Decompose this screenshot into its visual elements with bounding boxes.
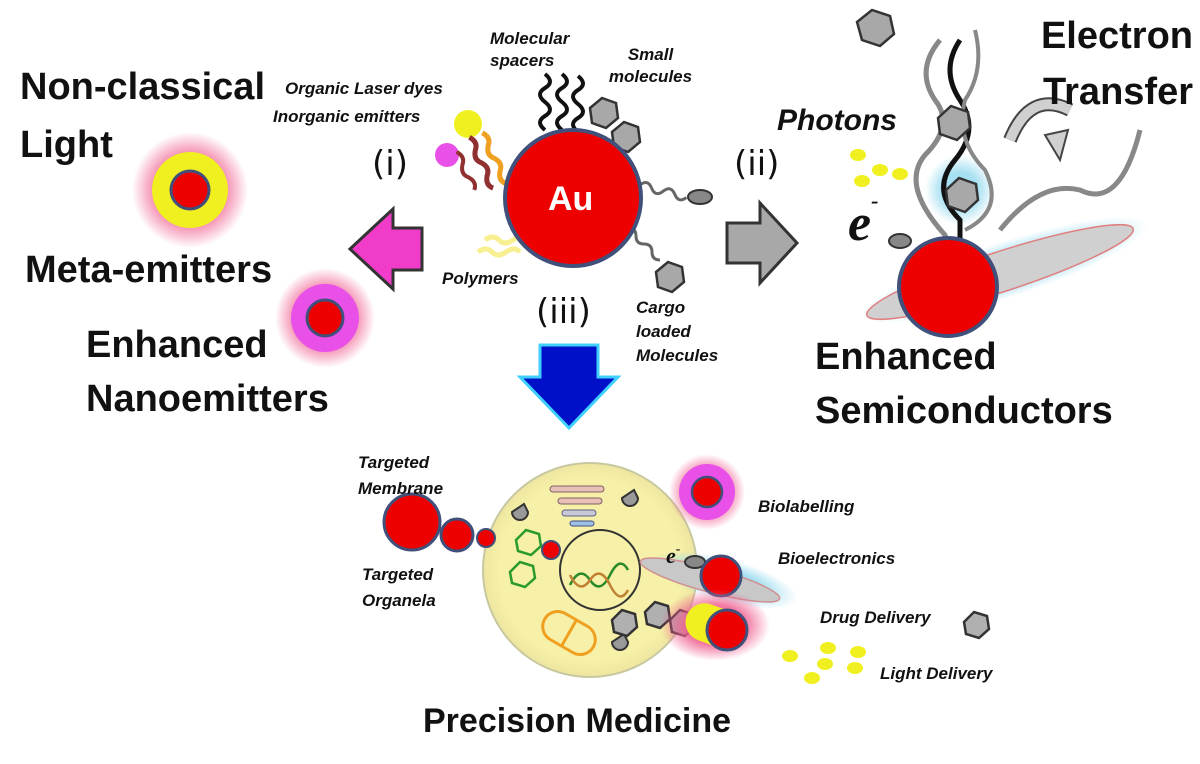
hexagon-molecule-icon [962,610,991,640]
bioelectronics-particle [639,551,798,609]
dna-helix-icon [568,562,630,598]
targeted-particles [382,492,561,560]
cell-electron-label: e- [666,542,681,568]
label-polymers: Polymers [442,269,519,288]
label-light-delivery: Light Delivery [880,664,993,683]
hexagon-molecule-icon [855,8,896,48]
photon-dot-icon [782,642,866,684]
label-precision-medicine: Precision Medicine [423,702,731,740]
label-electron-transfer: Electron Transfer [1040,15,1193,113]
au-core-label: Au [548,180,594,218]
label-small-molecules: Small molecules [608,45,693,86]
label-biolabelling: Biolabelling [758,497,855,516]
label-enhanced-semiconductors: Enhanced Semiconductors [815,336,1113,432]
ligand-dyes-emitters [435,110,508,191]
label-targeted-organela: Targeted Organela [362,565,436,610]
label-emitters: Inorganic emitters [273,107,421,126]
biolabelling-particle [669,454,745,530]
nonclassical-emitter [132,132,248,248]
ligand-small-molecules [588,96,642,154]
au-core [503,128,643,268]
label-cargo: Cargo loaded Molecules [636,298,719,365]
photon-dot-icon [850,149,908,187]
label-molecular-spacers: Molecular spacers [490,29,570,70]
cell-scene [482,462,698,678]
electron-label: e- [848,188,879,252]
arrow-right [725,199,800,287]
electron-icon [888,233,912,249]
label-drug-delivery: Drug Delivery [820,608,931,627]
route-iii-label: (iii) [536,292,591,332]
route-ii-label: (ii) [734,144,780,184]
label-dyes: Organic Laser dyes [285,79,443,98]
semiconductor-scene [850,8,1148,338]
arrow-down [516,343,622,431]
label-enhanced-nanoemitters: Enhanced Nanoemitters [86,324,329,420]
label-nonclassical-light: Non-classical Light [20,66,265,166]
label-photons: Photons [777,104,897,137]
ligand-molecular-spacers [538,72,585,134]
arrow-left [347,205,424,293]
capsule-icon [541,610,597,656]
label-meta-emitters: Meta-emitters [25,249,273,291]
meta-emitter [275,268,375,368]
label-targeted-membrane: Targeted Membrane [358,453,444,498]
label-bioelectronics: Bioelectronics [778,549,896,568]
ligand-cargo [627,181,713,294]
light-delivery-particle [660,589,770,661]
route-i-label: (i) [372,144,408,184]
